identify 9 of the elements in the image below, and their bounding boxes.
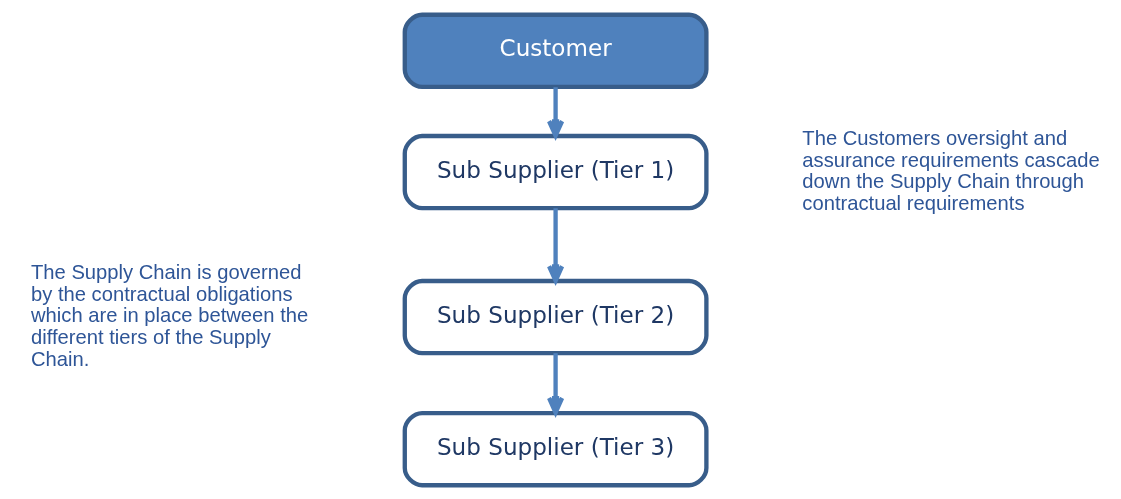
label: The Customers oversight and assurance requirements cascade down the Supply Chain through contractual requirements bbox=[801, 126, 1100, 214]
node-box: Sub Supplier (Tier 1) bbox=[402, 133, 709, 210]
node-box: Sub Supplier (Tier 3) bbox=[402, 410, 709, 487]
label: The Supply Chain is governed by the contractual obligations which are in place between the different tiers of the Supply Chain. bbox=[30, 260, 308, 370]
node-box: Sub Supplier (Tier 2) bbox=[402, 278, 709, 355]
arrow bbox=[546, 352, 564, 415]
arrow bbox=[546, 86, 564, 138]
node-box: Customer bbox=[402, 12, 709, 89]
arrow bbox=[546, 207, 564, 283]
